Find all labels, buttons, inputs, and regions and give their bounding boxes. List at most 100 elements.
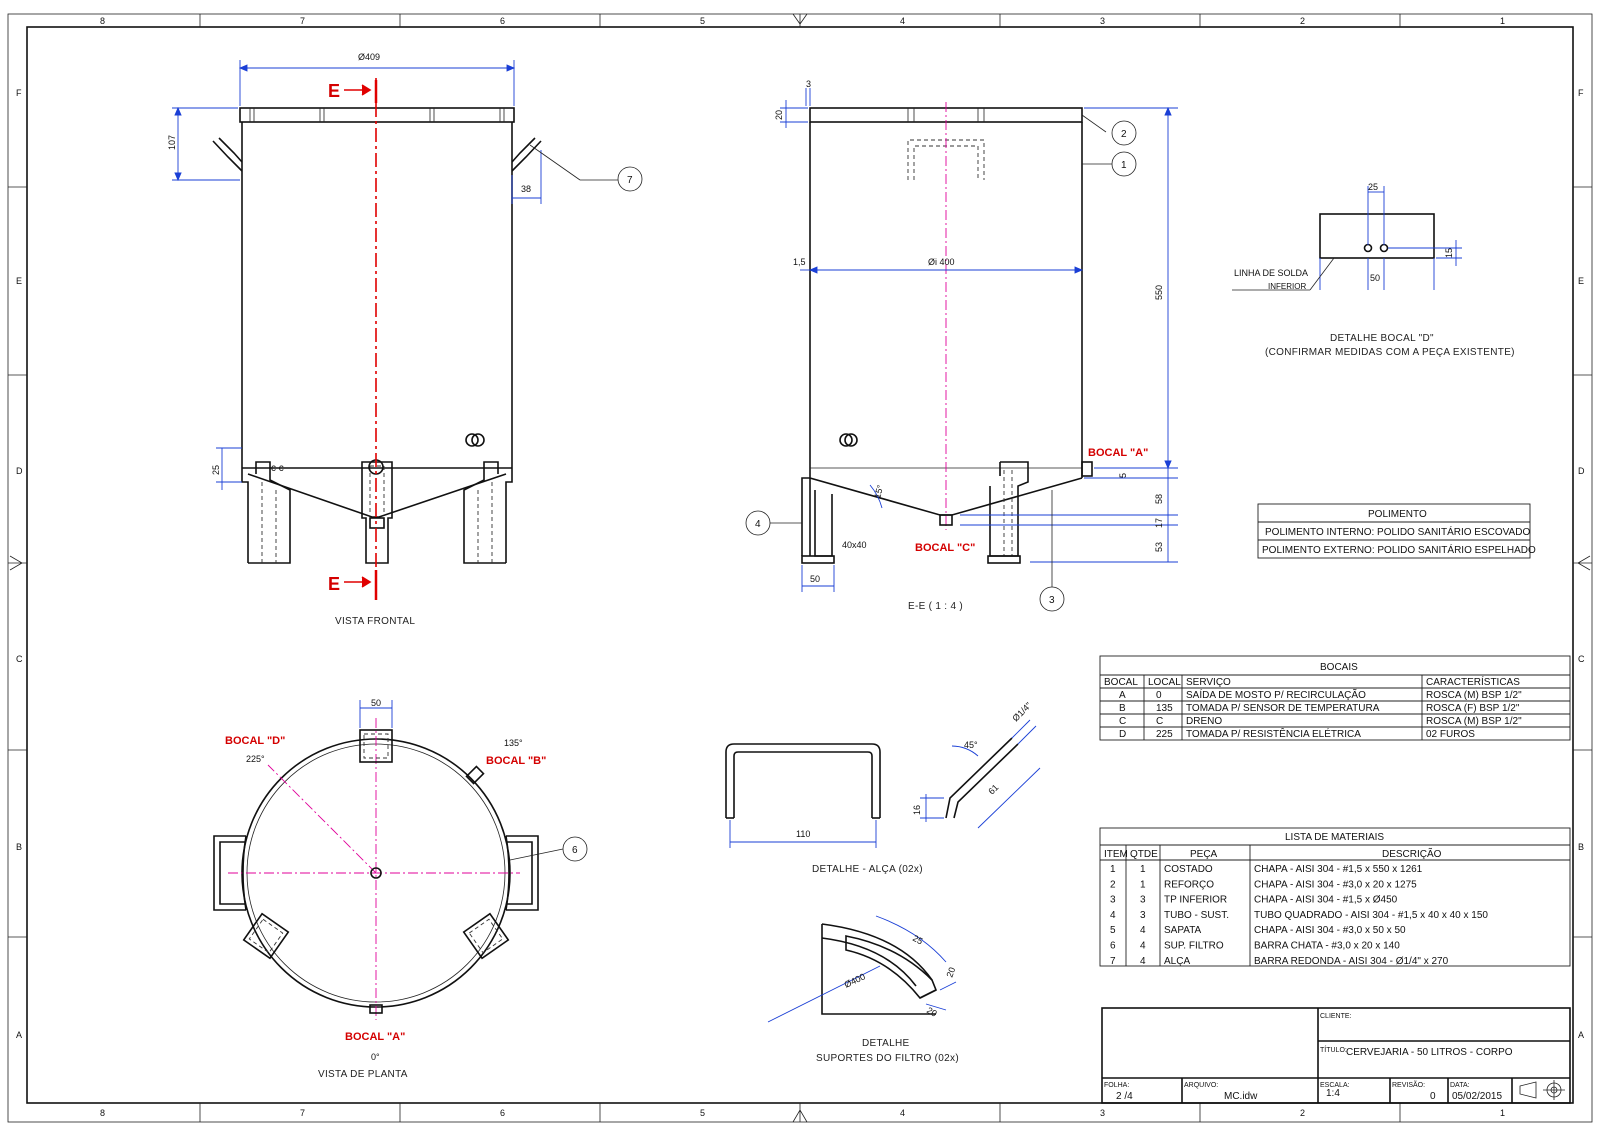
- dim-diameter-top: Ø409: [358, 52, 380, 62]
- dim-handle-45: 45°: [964, 740, 978, 750]
- dim-angle-15: 15°: [872, 483, 885, 499]
- materiais-header-2: PEÇA: [1190, 849, 1218, 860]
- dim-58: 58: [1154, 494, 1164, 504]
- materiais-cell-5-0: 6: [1110, 941, 1116, 952]
- dim-38: 38: [521, 184, 531, 194]
- bocais-header-1: LOCAL: [1148, 677, 1181, 688]
- dim-1-5: 1,5: [793, 257, 806, 267]
- border-row-right-E: E: [1578, 276, 1584, 286]
- border-col-7: 7: [300, 16, 305, 26]
- label-bocal-a-plan: BOCAL "A": [345, 1031, 405, 1043]
- bocais-cell-0-3: ROSCA (M) BSP 1/2": [1426, 690, 1522, 701]
- dim-107: 107: [167, 135, 177, 150]
- balloon-3: [1039, 586, 1065, 612]
- materiais-cell-0-1: 1: [1140, 864, 1146, 875]
- section-view-title: E-E ( 1 : 4 ): [908, 601, 963, 612]
- bocais-title: BOCAIS: [1320, 662, 1358, 673]
- date-label: DATA:: [1450, 1082, 1470, 1089]
- border-col-bottom-4: 4: [900, 1108, 905, 1118]
- front-view-title: VISTA FRONTAL: [335, 616, 415, 627]
- materiais-cell-2-2: TP INFERIOR: [1164, 895, 1227, 906]
- dim-17: 17: [1154, 518, 1164, 528]
- front-rim: [239, 107, 515, 123]
- scale-label: ESCALA:: [1320, 1082, 1350, 1089]
- dim-plan-50: 50: [371, 698, 381, 708]
- label-bocal-c: BOCAL "C": [915, 542, 975, 554]
- balloon-4-label: 4: [755, 519, 761, 530]
- bocais-header-0: BOCAL: [1104, 677, 1138, 688]
- balloon-6: [562, 836, 588, 862]
- border-row-C: C: [16, 654, 23, 664]
- border-col-bottom-2: 2: [1300, 1108, 1305, 1118]
- materiais-cell-5-3: BARRA CHATA - #3,0 x 20 x 140: [1254, 941, 1400, 952]
- materiais-cell-6-0: 7: [1110, 956, 1116, 967]
- angle-0: 0°: [371, 1052, 380, 1062]
- materiais-title: LISTA DE MATERIAIS: [1285, 832, 1384, 843]
- section-view: Øi 400 1,5 550 3 20 5 58 17 53 15° 40x40…: [745, 79, 1178, 612]
- sheet-label: FOLHA:: [1104, 1082, 1129, 1089]
- detail-d-note: (CONFIRMAR MEDIDAS COM A PEÇA EXISTENTE): [1265, 347, 1515, 358]
- dim-support-25: 25: [911, 933, 925, 947]
- materiais-cell-4-2: SAPATA: [1164, 925, 1202, 936]
- polimento-title: POLIMENTO: [1368, 509, 1427, 520]
- border-col-bottom-1: 1: [1500, 1108, 1505, 1118]
- border-grid: [8, 13, 1592, 1123]
- polimento-row-1: POLIMENTO INTERNO: POLIDO SANITÁRIO ESCO…: [1265, 525, 1530, 538]
- border-col-bottom-8: 8: [100, 1108, 105, 1118]
- plan-view: 50 BOCAL "D" 225° 135° BOCAL "B" BOCAL "…: [213, 698, 588, 1080]
- balloon-1: [1111, 151, 1137, 177]
- border-row-A: A: [16, 1030, 22, 1040]
- dim-handle-110: 110: [796, 829, 810, 839]
- dim-50: 50: [810, 574, 820, 584]
- front-legs: [241, 461, 513, 564]
- bocais-cell-3-2: TOMADA P/ RESISTÊNCIA ELÉTRICA: [1186, 727, 1361, 740]
- dim-inner-diameter: Øi 400: [928, 257, 955, 267]
- border-col-bottom-6: 6: [500, 1108, 505, 1118]
- border-col-5: 5: [700, 16, 705, 26]
- border-col-8: 8: [100, 16, 105, 26]
- weld-line-label-2: INFERIOR: [1268, 282, 1306, 291]
- file-label: ARQUIVO:: [1184, 1082, 1218, 1089]
- dim-3: 3: [806, 79, 811, 89]
- bocais-cell-2-2: DRENO: [1186, 716, 1222, 727]
- label-bocal-d: BOCAL "D": [225, 735, 285, 747]
- label-bocal-a: BOCAL "A": [1088, 447, 1148, 459]
- materiais-cell-4-3: CHAPA - AISI 304 - #3,0 x 50 x 50: [1254, 925, 1406, 936]
- dim-550: 550: [1154, 285, 1164, 300]
- dim-25: 25: [211, 465, 221, 475]
- dim-support-radius: Ø400: [843, 971, 867, 989]
- border-col-6: 6: [500, 16, 505, 26]
- border-col-bottom-5: 5: [700, 1108, 705, 1118]
- dim-support-20b: 20: [925, 1005, 939, 1019]
- border-row-E: E: [16, 276, 22, 286]
- border-col-2: 2: [1300, 16, 1305, 26]
- detail-support-title-2: SUPORTES DO FILTRO (02x): [816, 1053, 959, 1064]
- detail-handle-title: DETALHE - ALÇA (02x): [812, 864, 923, 875]
- materiais-cell-3-3: TUBO QUADRADO - AISI 304 - #1,5 x 40 x 4…: [1254, 910, 1488, 921]
- materiais-cell-6-1: 4: [1140, 956, 1146, 967]
- svg-text:c c: c c: [271, 463, 284, 474]
- border-row-F: F: [16, 88, 22, 98]
- border-row-right-F: F: [1578, 88, 1584, 98]
- dim-40x40: 40x40: [842, 540, 867, 550]
- plan-view-title: VISTA DE PLANTA: [318, 1069, 408, 1080]
- materiais-cell-1-2: REFORÇO: [1164, 879, 1214, 890]
- dim-5: 5: [1118, 473, 1128, 478]
- dim-detail-15: 15: [1444, 248, 1454, 258]
- scale-value: 1:4: [1326, 1088, 1340, 1099]
- revision-value: 0: [1430, 1091, 1436, 1102]
- front-view: c c E E Ø409 107 38 25 7 VISTA FRONTAL: [167, 52, 643, 627]
- bocais-cell-0-2: SAÍDA DE MOSTO P/ RECIRCULAÇÃO: [1186, 688, 1366, 701]
- title-label: TÍTULO:: [1320, 1045, 1347, 1054]
- dim-support-20a: 20: [944, 966, 957, 979]
- detail-d-title: DETALHE BOCAL "D": [1330, 333, 1434, 344]
- border-row-right-B: B: [1578, 842, 1584, 852]
- materiais-header-1: QTDE: [1130, 849, 1158, 860]
- bocais-cell-3-0: D: [1119, 729, 1126, 740]
- materiais-cell-3-1: 3: [1140, 910, 1146, 921]
- balloon-3-label: 3: [1049, 595, 1055, 606]
- materiais-cell-5-1: 4: [1140, 941, 1146, 952]
- dim-handle-16: 16: [912, 805, 922, 815]
